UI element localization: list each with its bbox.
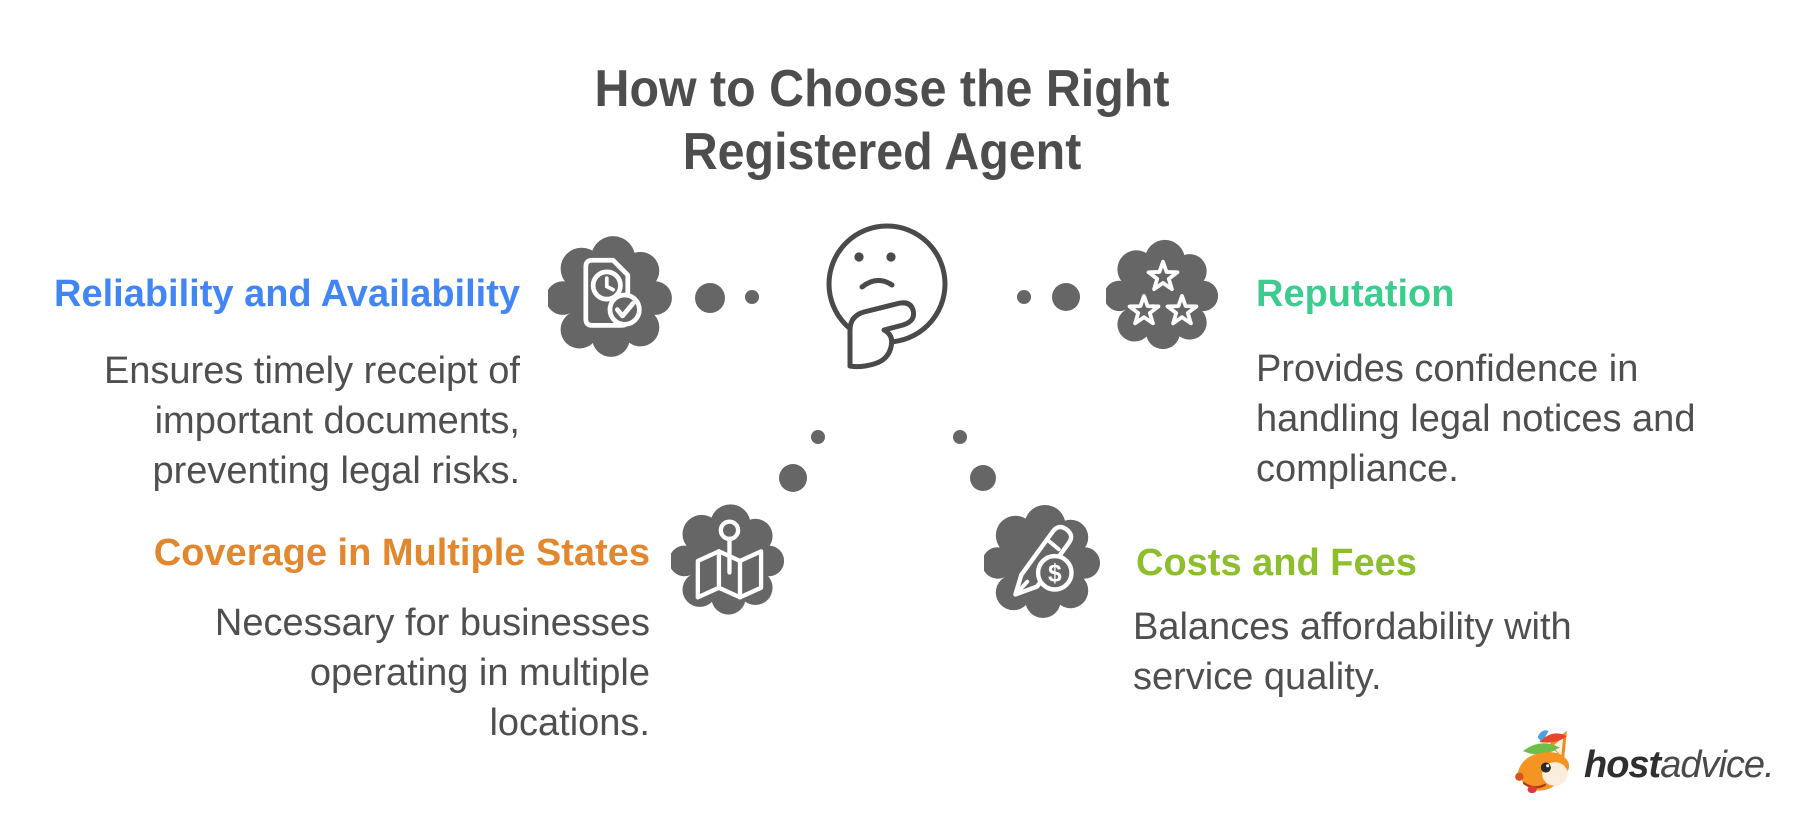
map-pin-icon: [671, 499, 786, 619]
connector-dot: [970, 465, 996, 491]
page-title-line2: Registered Agent: [682, 123, 1082, 181]
heading-reputation: Reputation: [1256, 273, 1455, 315]
three-stars-icon: [1106, 237, 1220, 351]
body-reliability-line: preventing legal risks.: [152, 450, 520, 492]
body-reputation-line: handling legal notices and: [1256, 398, 1696, 440]
body-costs: Balances affordability with service qual…: [1133, 602, 1693, 702]
body-reliability: Ensures timely receipt of important docu…: [40, 346, 520, 496]
svg-text:$: $: [1048, 561, 1062, 588]
body-costs-line: service quality.: [1133, 656, 1382, 698]
connector-dot: [779, 464, 807, 492]
body-coverage: Necessary for businesses operating in mu…: [150, 598, 650, 748]
fox-mascot-icon: [1512, 724, 1576, 807]
body-reliability-line: Ensures timely receipt of: [103, 350, 520, 392]
connector-dot: [695, 283, 725, 313]
logo-text-host: host: [1584, 744, 1661, 786]
pen-dollar-icon: $: [984, 502, 1102, 620]
body-reliability-line: important documents,: [154, 400, 520, 442]
connector-dot: [1017, 290, 1031, 304]
body-costs-line: Balances affordability with: [1133, 606, 1572, 648]
body-reputation: Provides confidence in handling legal no…: [1256, 344, 1796, 494]
heading-coverage: Coverage in Multiple States: [153, 532, 650, 574]
connector-dot: [811, 430, 825, 444]
thinking-face-icon: [820, 216, 960, 385]
heading-costs: Costs and Fees: [1136, 542, 1417, 584]
body-reputation-line: compliance.: [1256, 448, 1459, 490]
hostadvice-logo: hostadvice.: [1512, 724, 1775, 807]
logo-text: hostadvice.: [1584, 744, 1775, 787]
connector-dot: [1052, 283, 1080, 311]
body-coverage-line: locations.: [489, 702, 650, 744]
body-coverage-line: operating in multiple: [309, 652, 650, 694]
connector-dot: [953, 430, 967, 444]
heading-reliability: Reliability and Availability: [54, 273, 520, 315]
connector-dot: [745, 290, 759, 304]
document-clock-check-icon: [548, 233, 674, 359]
page-title-line1: How to Choose the Right: [594, 60, 1170, 118]
page-title: How to Choose the Right Registered Agent: [464, 58, 1301, 184]
body-reputation-line: Provides confidence in: [1256, 348, 1639, 390]
body-coverage-line: Necessary for businesses: [214, 602, 650, 644]
logo-text-advice: advice.: [1660, 744, 1774, 786]
